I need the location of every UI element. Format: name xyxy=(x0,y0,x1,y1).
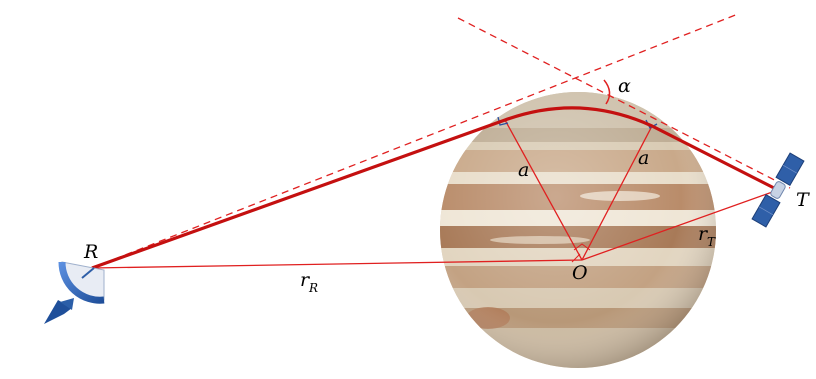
center-angle-mark xyxy=(573,243,591,251)
label-radius-right: a xyxy=(638,147,649,169)
label-bending-angle: α xyxy=(618,75,631,97)
svg-text:r: r xyxy=(300,269,311,291)
svg-text:T: T xyxy=(707,235,716,249)
radius-left xyxy=(504,119,583,261)
label-radius-left: a xyxy=(518,159,529,181)
label-receiver: R xyxy=(83,241,98,263)
svg-text:r: r xyxy=(698,223,709,245)
label-transmitter: T xyxy=(796,189,810,211)
satellite-icon xyxy=(751,152,805,228)
r-T-line xyxy=(581,189,779,261)
r-R-line xyxy=(91,259,583,269)
label-r-T: r T xyxy=(698,223,716,249)
radius-right xyxy=(581,125,653,261)
incoming-asymptote xyxy=(91,13,739,269)
outgoing-asymptote xyxy=(457,17,791,189)
right-angle-marker-left xyxy=(497,116,509,126)
label-r-R: r R xyxy=(300,269,318,295)
satellite-dish-icon xyxy=(44,261,105,324)
svg-text:R: R xyxy=(308,281,318,295)
bending-angle-arc xyxy=(603,79,611,105)
label-center: O xyxy=(572,262,588,284)
ray-path xyxy=(91,106,779,270)
